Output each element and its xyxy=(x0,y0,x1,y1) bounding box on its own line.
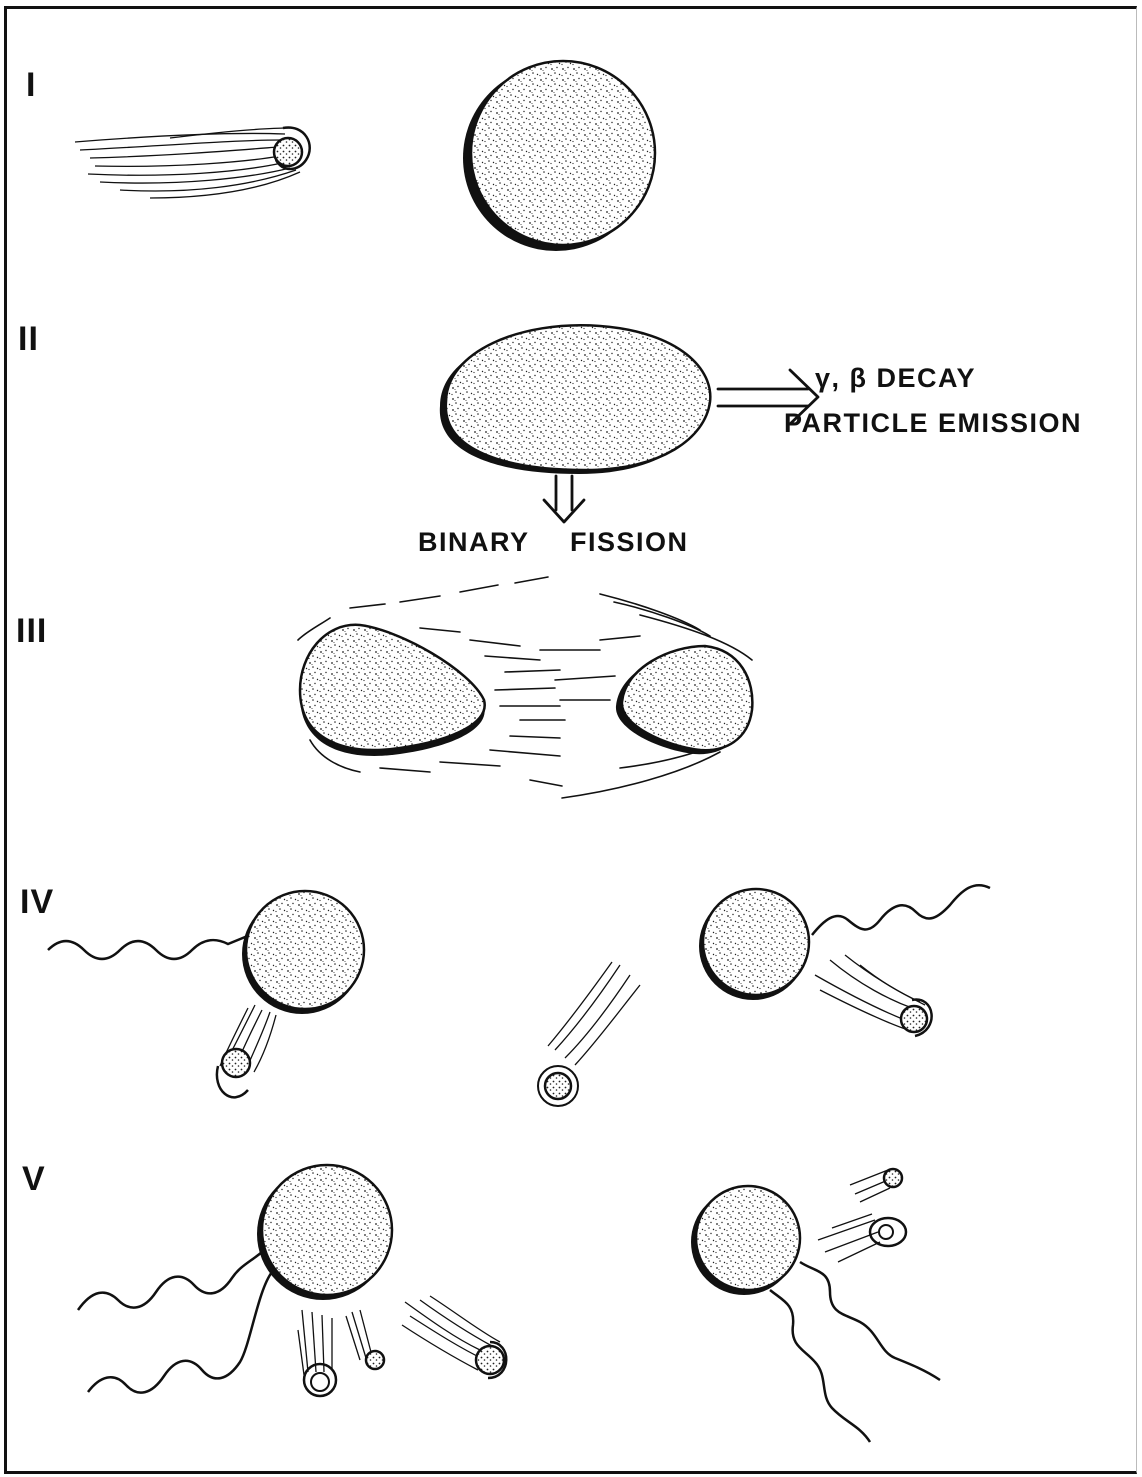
stage-3-group xyxy=(298,577,752,798)
fragment-nucleus-5a xyxy=(262,1165,392,1295)
neutron-5d xyxy=(884,1169,902,1187)
stage-1-group xyxy=(75,61,655,251)
stage-4-group xyxy=(48,885,990,1106)
neutron-4c xyxy=(545,1073,571,1099)
fragment-heavy xyxy=(300,625,485,750)
gamma-ray-wave-5 xyxy=(800,1262,940,1380)
gamma-ray-wave-6 xyxy=(770,1290,870,1442)
neutron-4b xyxy=(901,1006,927,1032)
neutron-streak-4c xyxy=(548,962,640,1065)
fragment-nucleus-4a xyxy=(246,891,364,1009)
stage-2-group xyxy=(440,325,818,522)
decay-arrow-icon xyxy=(718,370,818,424)
stage-5-group xyxy=(78,1165,940,1442)
gamma-ray-wave-1 xyxy=(48,935,250,959)
incoming-particle-streak xyxy=(75,128,300,198)
fragment-nucleus-4b xyxy=(703,889,809,995)
gamma-ray-wave-4 xyxy=(88,1272,272,1393)
compound-nucleus xyxy=(446,325,710,470)
incoming-neutron xyxy=(274,138,302,166)
neutron-5c xyxy=(476,1346,504,1374)
neutron-5b xyxy=(366,1351,384,1369)
gamma-ray-wave-3 xyxy=(78,1252,262,1310)
neutron-4a xyxy=(222,1049,250,1077)
gamma-ray-wave-2 xyxy=(812,885,990,935)
neutron-5a xyxy=(311,1373,329,1391)
fragment-nucleus-5b xyxy=(696,1186,800,1290)
neutron-5e xyxy=(879,1225,893,1239)
target-nucleus xyxy=(471,61,655,245)
fission-arrow-icon xyxy=(544,476,584,522)
